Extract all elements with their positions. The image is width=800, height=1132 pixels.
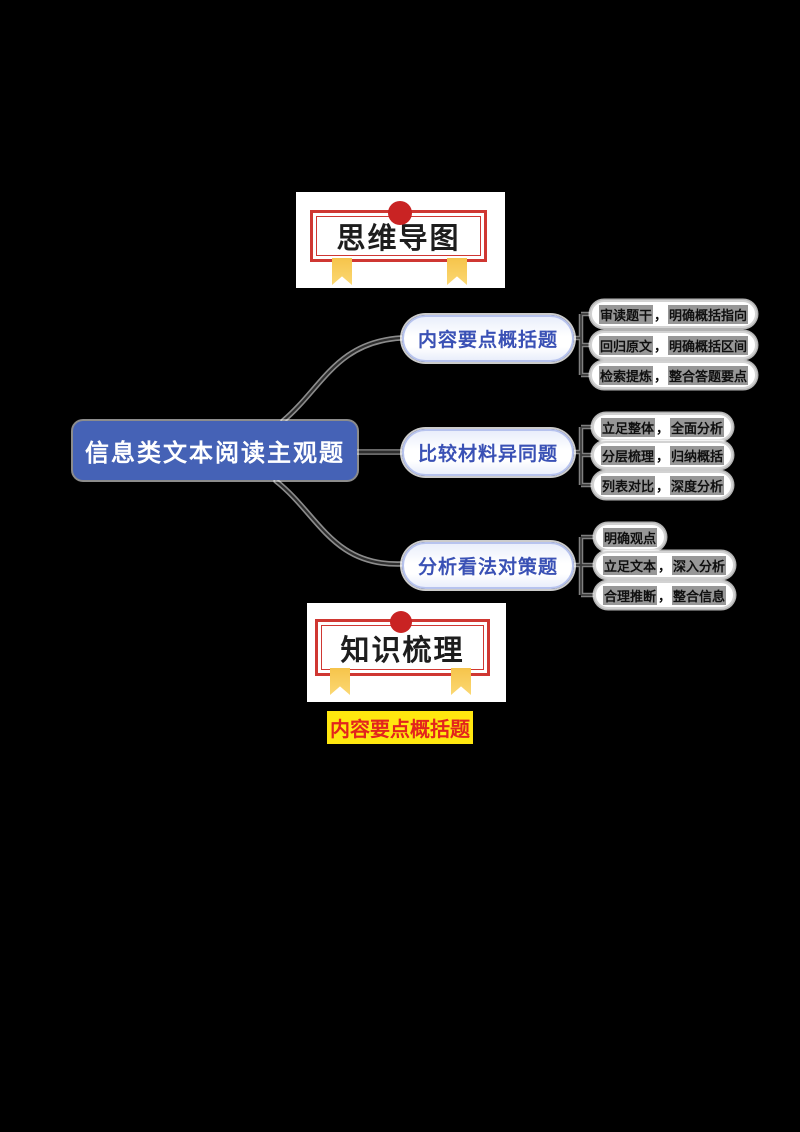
sub-item-text: 归纳概括 [670,445,725,465]
sub-item-brackets [574,313,594,596]
ribbon-icon [451,668,471,695]
sub-item-separator: ， [654,338,668,354]
sub-item: 回归原文，明确概括区间 [590,331,758,359]
section-title: 内容要点概括题 [327,711,473,744]
branch-node-compare-materials: 比较材料异同题 [402,429,574,476]
sub-item-text: 深度分析 [670,475,725,495]
sub-item-separator: ， [654,368,668,384]
sub-item: 分层梳理，归纳概括 [592,441,734,469]
banner-frame: 思维导图 [310,210,487,262]
bottom-banner-title: 知识梳理 [340,634,465,667]
sub-item-text: 深入分析 [672,555,727,575]
red-seal-dot-icon [390,611,412,633]
section-title-row: 内容要点概括题 [0,711,800,744]
top-banner-title: 思维导图 [336,223,461,255]
sub-item-text: 立足文本 [603,555,658,575]
top-banner: 思维导图 [296,192,505,288]
sub-item-text: 审读题干 [599,304,654,324]
sub-item-text: 列表对比 [601,475,656,495]
ribbon-icon [332,258,352,285]
sub-item: 检索提炼，整合答题要点 [590,361,758,389]
sub-item-separator: ， [654,307,668,323]
branch-node-analyze-views: 分析看法对策题 [402,542,574,589]
sub-item-text: 整合信息 [672,585,727,605]
branch-node-content-summary: 内容要点概括题 [402,315,574,362]
sub-item-text: 分层梳理 [601,445,656,465]
sub-item-text: 明确观点 [603,527,658,547]
sub-item-text: 全面分析 [670,417,725,437]
sub-item: 列表对比，深度分析 [592,471,734,499]
ribbon-icon [447,258,467,285]
sub-item: 明确观点 [594,523,667,551]
sub-item-text: 明确概括区间 [668,335,749,355]
sub-item-text: 合理推断 [603,585,658,605]
sub-item-separator: ， [656,478,670,494]
sub-item-separator: ， [658,588,672,604]
red-seal-dot-icon [388,201,412,225]
sub-item-separator: ， [656,420,670,436]
sub-item: 立足整体，全面分析 [592,413,734,441]
sub-item-separator: ， [656,448,670,464]
sub-item-text: 明确概括指向 [668,304,749,324]
sub-item-text: 立足整体 [601,417,656,437]
sub-item-text: 整合答题要点 [668,365,749,385]
sub-item: 合理推断，整合信息 [594,581,736,609]
root-node: 信息类文本阅读主观题 [73,421,357,480]
sub-item-text: 检索提炼 [599,365,654,385]
sub-item: 立足文本，深入分析 [594,551,736,579]
banner-frame-inner: 知识梳理 [321,625,484,670]
sub-item-text: 回归原文 [599,335,654,355]
sub-item: 审读题干，明确概括指向 [590,300,758,328]
ribbon-icon [330,668,350,695]
sub-item-separator: ， [658,558,672,574]
bottom-banner: 知识梳理 [307,603,506,702]
